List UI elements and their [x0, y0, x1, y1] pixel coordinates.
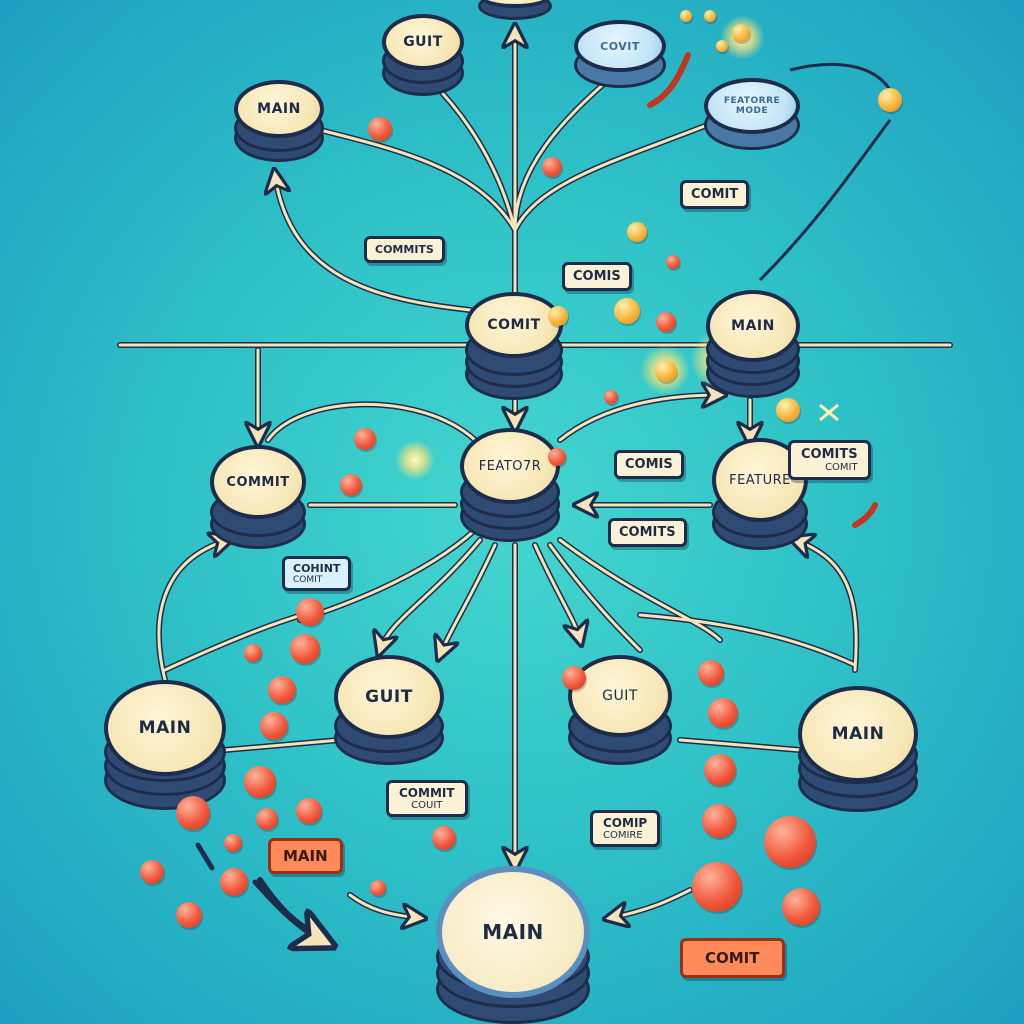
commit-dot — [704, 10, 716, 22]
tag-cohint: COHINT COMIT — [282, 556, 352, 591]
commit-dot — [548, 306, 568, 326]
commit-dot — [698, 660, 724, 686]
commit-dot — [627, 222, 647, 242]
commit-dot — [656, 312, 676, 332]
tag-comit-orange: COMIT — [680, 938, 785, 978]
node-commit-left[interactable]: COMMIT — [210, 445, 306, 549]
commit-dot — [140, 860, 164, 884]
commit-dot — [296, 798, 322, 824]
node-main-bottom-left[interactable]: MAIN — [104, 680, 226, 810]
commit-dot — [220, 868, 248, 896]
commit-dot — [368, 117, 392, 141]
node-feature-center[interactable]: FEATO7R — [460, 428, 560, 542]
tag-commit-lower: COMMIT COUIT — [386, 780, 468, 817]
node-feature-mode[interactable]: FEATORRE MODE — [704, 78, 800, 150]
swoosh-arrow — [252, 879, 325, 942]
node-label: COMIT — [487, 317, 541, 333]
commit-dot — [614, 298, 640, 324]
node-label: MAIN — [482, 920, 544, 944]
commit-dot — [268, 676, 296, 704]
node-label: FEATURE — [729, 472, 791, 488]
commit-dot — [878, 88, 902, 112]
node-label: GUIT — [602, 688, 638, 704]
commit-dot — [782, 888, 820, 926]
commit-dot — [716, 40, 728, 52]
commit-dot — [655, 360, 677, 382]
commit-dot — [354, 428, 376, 450]
commit-dot — [692, 862, 742, 912]
commit-dot — [776, 398, 800, 422]
commit-dot — [370, 880, 386, 896]
node-label: GUIT — [365, 687, 413, 707]
commit-dot — [224, 834, 242, 852]
node-label: GUIT — [403, 34, 443, 50]
tag-text: COHINT — [293, 562, 341, 575]
commit-dot — [290, 634, 320, 664]
tag-text: COMIP — [603, 816, 648, 830]
tag-comit: COMIT — [680, 180, 750, 209]
node-label: MAIN — [138, 718, 192, 738]
commit-dot — [680, 10, 692, 22]
node-main-top-left[interactable]: MAIN — [234, 80, 324, 162]
node-guit-right[interactable]: GUIT — [568, 655, 672, 765]
commit-dot — [764, 816, 816, 868]
commit-dot — [562, 666, 586, 690]
node-label: FEATORRE MODE — [723, 96, 781, 116]
sparkle-x — [819, 403, 839, 422]
commit-dot — [702, 804, 736, 838]
commit-dot — [244, 644, 262, 662]
tag-subtext: COUIT — [411, 800, 443, 811]
tag-text: COMMIT — [399, 786, 455, 800]
node-main-right[interactable]: MAIN — [706, 290, 800, 398]
node-main-bottom-right[interactable]: MAIN — [798, 686, 918, 812]
tag-subtext: COMIRE — [603, 830, 643, 841]
sparkle-glow — [395, 440, 435, 480]
commit-dot — [432, 826, 456, 850]
node-covit-top[interactable]: COVIT — [574, 20, 666, 88]
node-main-bottom[interactable]: MAIN — [436, 866, 590, 1024]
node-label: MAIN — [731, 318, 775, 334]
commit-dot — [296, 598, 324, 626]
tag-comits-right: COMITS COMIT — [788, 440, 871, 480]
commit-dot — [244, 766, 276, 798]
node-guit-left[interactable]: GUIT — [334, 655, 444, 765]
node-label: COMMIT — [226, 474, 290, 490]
dash-mark — [195, 842, 215, 871]
red-wire-2 — [852, 502, 878, 528]
tag-comip: COMIP COMIRE — [590, 810, 661, 847]
node-label: COVIT — [600, 39, 640, 53]
tag-subtext: COMIT — [825, 462, 858, 473]
commit-dot — [260, 712, 288, 740]
tag-subtext: COMIT — [293, 575, 323, 585]
node-commit-center[interactable]: COMIT — [465, 292, 563, 400]
node-feature-right[interactable]: FEATURE — [712, 438, 808, 550]
node-label: MAIN — [831, 724, 885, 744]
tag-comis: COMIS — [562, 262, 632, 291]
commit-dot — [542, 157, 562, 177]
commit-dot — [604, 390, 618, 404]
commit-dot — [256, 808, 278, 830]
commit-dot — [732, 24, 750, 42]
wire-right-up — [758, 119, 892, 282]
commit-dot — [666, 255, 680, 269]
red-wire — [647, 52, 691, 108]
tag-comis-2: COMIS — [614, 450, 684, 479]
tag-text: COMITS — [801, 447, 858, 462]
commit-dot — [708, 698, 738, 728]
node-guit-top[interactable]: GUIT — [382, 14, 464, 96]
commit-dot — [340, 474, 362, 496]
node-label: MAIN — [257, 101, 301, 117]
commit-dot — [548, 448, 566, 466]
tag-commits: COMMITS — [364, 236, 445, 263]
tag-main-orange: MAIN — [268, 838, 343, 874]
commit-dot — [704, 754, 736, 786]
node-label: FEATO7R — [478, 458, 542, 474]
commit-dot — [176, 796, 210, 830]
tag-comits-2: COMITS — [608, 518, 687, 547]
commit-dot — [176, 902, 202, 928]
node-top-partial[interactable] — [478, 0, 552, 20]
